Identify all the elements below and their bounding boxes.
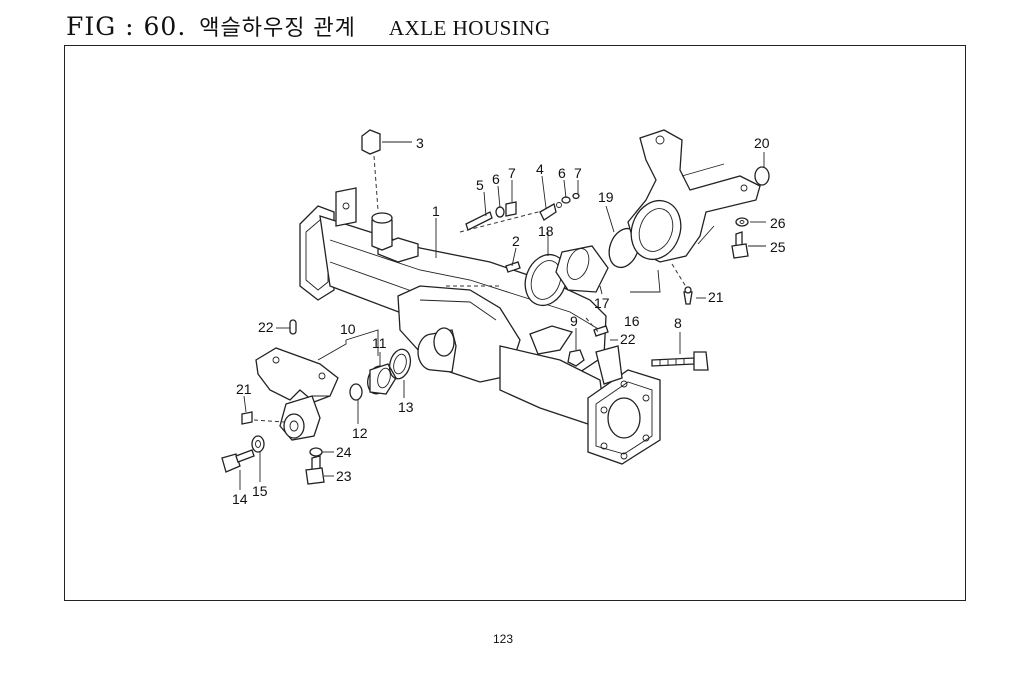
part-11-bushing bbox=[367, 363, 397, 395]
callout-1: 1 bbox=[432, 203, 440, 219]
callout-labels: 3 1 2 4 5 6 7 6 7 19 18 17 16 21 20 26 2… bbox=[232, 135, 786, 507]
leader-lines bbox=[239, 141, 766, 490]
callout-19: 19 bbox=[598, 189, 614, 205]
figure-number: FIG : 60. bbox=[66, 12, 187, 41]
part-2-key bbox=[505, 261, 521, 273]
callout-21-left: 21 bbox=[236, 381, 252, 397]
part-5-6-7-pin-set bbox=[459, 201, 547, 233]
part-10-bracket bbox=[255, 347, 339, 441]
callout-4: 4 bbox=[536, 161, 544, 177]
callout-14: 14 bbox=[232, 491, 248, 507]
korean-title: 액슬하우징 관계 bbox=[199, 16, 356, 41]
callout-8: 8 bbox=[674, 315, 682, 331]
part-8-bolt bbox=[651, 351, 709, 371]
part-21-nipple-left bbox=[241, 411, 285, 425]
part-22-pin-right bbox=[585, 317, 609, 337]
callout-17: 17 bbox=[594, 295, 610, 311]
part-23-bolt bbox=[305, 455, 325, 485]
part-26-washer bbox=[735, 217, 749, 227]
callout-6-left: 6 bbox=[492, 171, 500, 187]
part-21-nipple-right bbox=[671, 263, 693, 305]
part-12-o-ring bbox=[349, 383, 363, 401]
callout-5: 5 bbox=[476, 177, 484, 193]
part-18-ring bbox=[524, 253, 568, 307]
callout-21-right: 21 bbox=[708, 289, 724, 305]
callout-2: 2 bbox=[512, 233, 520, 249]
part-17-bushing bbox=[555, 245, 609, 293]
part-20-ring bbox=[754, 166, 770, 186]
axle-housing-body bbox=[299, 187, 661, 465]
part-3-plug bbox=[361, 129, 381, 211]
part-22-pin-left bbox=[289, 319, 297, 335]
callout-10: 10 bbox=[340, 321, 356, 337]
callout-18: 18 bbox=[538, 223, 554, 239]
callout-20: 20 bbox=[754, 135, 770, 151]
part-14-bolt bbox=[221, 449, 255, 473]
callout-25: 25 bbox=[770, 239, 786, 255]
part-4-grease-nipple bbox=[539, 192, 580, 221]
callout-7-left: 7 bbox=[508, 165, 516, 181]
callout-23: 23 bbox=[336, 468, 352, 484]
callout-6-right: 6 bbox=[558, 165, 566, 181]
callout-3: 3 bbox=[416, 135, 424, 151]
english-title: AXLE HOUSING bbox=[388, 16, 551, 40]
callout-15: 15 bbox=[252, 483, 268, 499]
callout-16: 16 bbox=[624, 313, 640, 329]
callout-24: 24 bbox=[336, 444, 352, 460]
callout-11: 11 bbox=[372, 335, 387, 351]
callout-26: 26 bbox=[770, 215, 786, 231]
part-24-washer bbox=[309, 447, 323, 457]
callout-13: 13 bbox=[398, 399, 414, 415]
part-15-washer bbox=[251, 435, 265, 453]
part-16-knuckle bbox=[627, 129, 761, 263]
part-9-nut bbox=[567, 349, 585, 367]
callout-22-right: 22 bbox=[620, 331, 636, 347]
page-number: 123 bbox=[493, 632, 514, 646]
part-13-ring bbox=[388, 348, 412, 380]
callout-9: 9 bbox=[570, 313, 578, 329]
figure-title: FIG : 60. 액슬하우징 관계 AXLE HOUSING bbox=[66, 10, 551, 42]
callout-7-right: 7 bbox=[574, 165, 582, 181]
part-25-bolt bbox=[731, 231, 749, 259]
drawing-frame bbox=[64, 45, 966, 601]
callout-22-left: 22 bbox=[258, 319, 274, 335]
callout-12: 12 bbox=[352, 425, 368, 441]
